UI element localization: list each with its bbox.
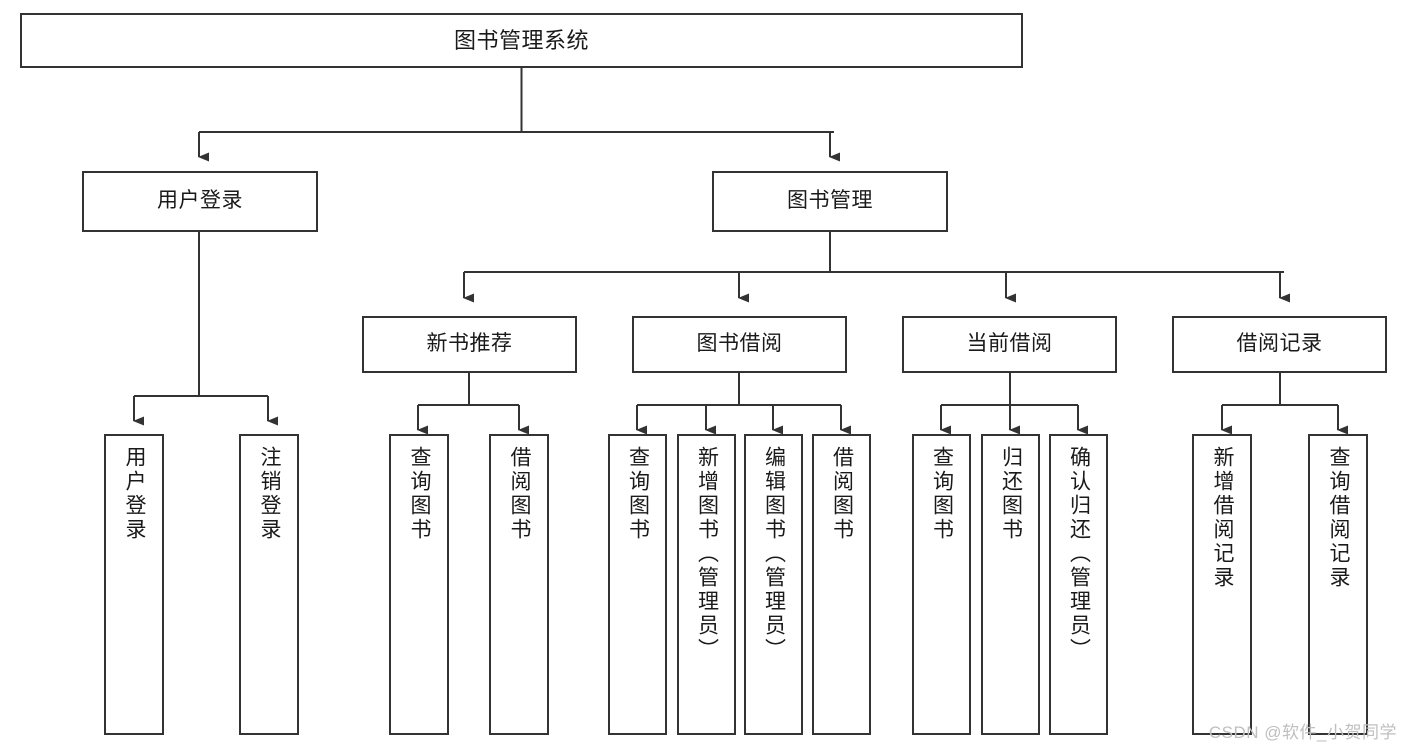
node-book-manage[interactable]: 图书管理	[712, 171, 948, 232]
node-leaf-return-book[interactable]: 归还图书	[981, 434, 1040, 735]
node-book-borrow[interactable]: 图书借阅	[632, 316, 847, 373]
node-label: 当前借阅	[966, 332, 1053, 356]
node-user-login[interactable]: 用户登录	[82, 171, 318, 232]
node-label: 图书借阅	[696, 332, 783, 356]
node-label: 新增借阅记录	[1211, 446, 1235, 590]
node-leaf-add-book[interactable]: 新增图书（管理员）	[677, 434, 736, 735]
node-label: 图书管理	[787, 189, 873, 213]
node-label: 查询借阅记录	[1327, 446, 1351, 590]
node-label: 编辑图书（管理员）	[762, 446, 786, 662]
node-label: 借阅记录	[1236, 332, 1323, 356]
node-leaf-confirm-return[interactable]: 确认归还（管理员）	[1049, 434, 1108, 735]
node-label: 查询图书	[930, 446, 954, 542]
node-label: 用户登录	[157, 189, 243, 213]
node-leaf-user-login[interactable]: 用户登录	[104, 434, 164, 735]
node-label: 确认归还（管理员）	[1067, 446, 1091, 662]
node-leaf-borrow-book-1[interactable]: 借阅图书	[489, 434, 549, 735]
node-label: 归还图书	[999, 446, 1023, 542]
node-borrow-record[interactable]: 借阅记录	[1172, 316, 1387, 373]
node-label: 查询图书	[408, 446, 432, 542]
node-leaf-query-record[interactable]: 查询借阅记录	[1308, 434, 1368, 735]
node-leaf-query-book-2[interactable]: 查询图书	[608, 434, 667, 735]
node-label: 新增图书（管理员）	[695, 446, 719, 662]
node-label: 图书管理系统	[453, 27, 589, 53]
node-label: 借阅图书	[830, 446, 854, 542]
node-label: 借阅图书	[508, 446, 532, 542]
node-leaf-query-book-1[interactable]: 查询图书	[389, 434, 449, 735]
node-label: 注销登录	[258, 446, 282, 542]
node-label: 查询图书	[626, 446, 650, 542]
node-leaf-user-logout[interactable]: 注销登录	[239, 434, 299, 735]
node-label: 用户登录	[123, 446, 147, 542]
csdn-watermark: CSDN @软件_小贺同学	[1208, 723, 1397, 742]
node-label: 新书推荐	[426, 332, 513, 356]
node-leaf-borrow-book-2[interactable]: 借阅图书	[812, 434, 871, 735]
node-leaf-query-book-3[interactable]: 查询图书	[912, 434, 971, 735]
node-leaf-edit-book[interactable]: 编辑图书（管理员）	[744, 434, 803, 735]
node-root-book-management-system[interactable]: 图书管理系统	[20, 13, 1023, 68]
node-leaf-add-record[interactable]: 新增借阅记录	[1192, 434, 1252, 735]
node-current-borrow[interactable]: 当前借阅	[902, 316, 1117, 373]
node-new-book-recommend[interactable]: 新书推荐	[362, 316, 577, 373]
